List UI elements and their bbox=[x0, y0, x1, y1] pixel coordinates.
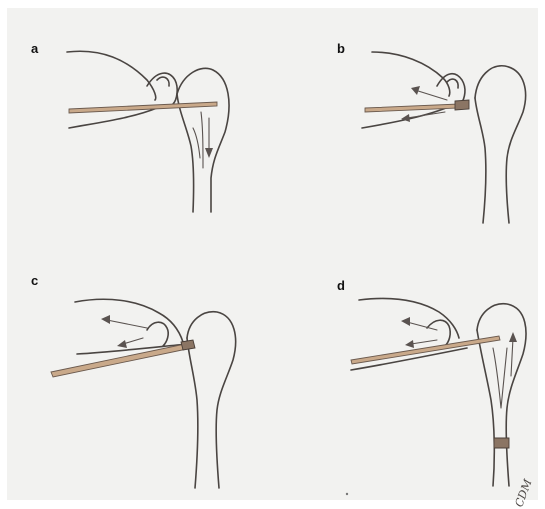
panel-b-drawing bbox=[362, 52, 526, 223]
panel-b-sac-right bbox=[475, 66, 526, 223]
panel-d-arrow-down-shaft bbox=[411, 340, 437, 344]
panel-b-sac-left bbox=[475, 98, 486, 223]
panel-c-sac-right bbox=[187, 312, 236, 488]
panel-b-duct-upper bbox=[372, 52, 450, 96]
panel-c-arrow-down-icon bbox=[117, 340, 127, 348]
panel-d-probe bbox=[351, 336, 500, 364]
panel-c-arrow-up-shaft bbox=[107, 320, 147, 328]
panel-b-arrow-up-icon bbox=[411, 86, 420, 95]
panel-d-arrow-down-icon bbox=[405, 340, 414, 348]
panel-b-probe-tip bbox=[455, 100, 469, 110]
panel-d-sac-right bbox=[477, 304, 526, 486]
panel-d-arrow-up-icon bbox=[401, 317, 410, 326]
panel-b-probe bbox=[365, 104, 459, 112]
panel-d-arrow-in-sac-shaft bbox=[511, 338, 513, 376]
figure: a b c d bbox=[7, 8, 538, 500]
panel-c-duct-upper bbox=[75, 299, 183, 342]
panel-c-arrow-up-icon bbox=[101, 315, 110, 324]
panel-c-drawing bbox=[51, 299, 236, 488]
illustration bbox=[7, 8, 538, 500]
panel-d-drawing bbox=[351, 299, 526, 487]
panel-a-drawing bbox=[67, 51, 229, 212]
panel-c-valve bbox=[147, 322, 168, 346]
panel-a-probe bbox=[69, 102, 217, 113]
panel-a-sac-left bbox=[177, 94, 194, 212]
panel-b-arrow-down-shaft bbox=[407, 112, 445, 118]
panel-a-arrow-icon bbox=[205, 148, 213, 158]
panel-d-arrow-in-sac-icon bbox=[509, 332, 517, 342]
panel-d-inner-line bbox=[493, 348, 501, 408]
panel-c-arrow-down-shaft bbox=[123, 338, 143, 344]
panel-a-inner-line bbox=[201, 112, 203, 168]
panel-c-probe bbox=[51, 344, 187, 377]
panel-a-duct-upper bbox=[67, 51, 156, 100]
panel-d-sac-left bbox=[477, 330, 494, 486]
panel-a-valve-inner bbox=[157, 77, 169, 86]
panel-d-valve bbox=[427, 320, 450, 346]
panel-d-inner-line-2 bbox=[501, 348, 507, 408]
panel-a-inner-line-2 bbox=[193, 128, 200, 158]
panel-c-probe-tip bbox=[181, 340, 195, 350]
panel-d-blockage bbox=[494, 438, 509, 448]
stray-dot bbox=[346, 493, 348, 495]
panel-b-arrow-up-shaft bbox=[415, 90, 447, 100]
panel-b-valve bbox=[437, 74, 465, 104]
panel-c-sac-left bbox=[187, 338, 198, 488]
